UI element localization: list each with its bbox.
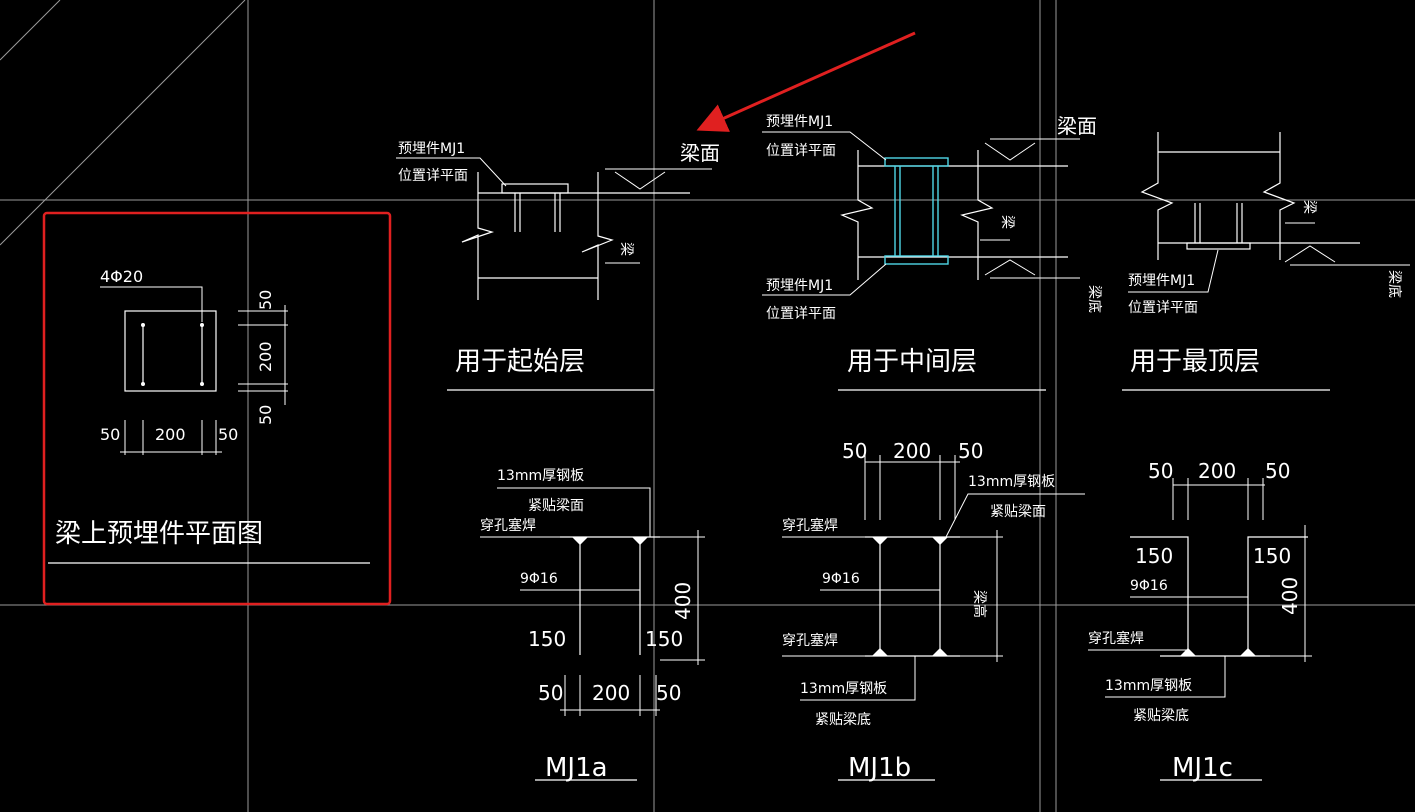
start-caption: 用于起始层 <box>455 347 585 377</box>
mj1a-dim-150-left: 150 <box>528 627 566 651</box>
middle-note-bottom-line2: 位置详平面 <box>766 306 836 322</box>
mj1c-plate: 13mm厚钢板 <box>1105 678 1192 694</box>
mj1c-dim-150-left: 150 <box>1135 544 1173 568</box>
plan-bars-label: 4Φ20 <box>100 267 143 286</box>
mj1c-section <box>1088 478 1312 781</box>
mj1b-section <box>782 455 1085 781</box>
middle-beam-bottom: 梁底 <box>1086 285 1102 313</box>
plan-dim-50-left: 50 <box>100 425 120 444</box>
middle-beam: 梁 <box>999 215 1015 229</box>
mj1c-weld: 穿孔塞焊 <box>1088 630 1144 647</box>
mj1c-dim-200: 200 <box>1198 459 1236 483</box>
plan-dim-50-top-vertical: 50 <box>256 290 275 310</box>
red-arrow <box>696 31 916 132</box>
mj1c-dim-150-right: 150 <box>1253 544 1291 568</box>
mj1a-dim-150-right: 150 <box>645 627 683 651</box>
highlight-box <box>42 211 392 606</box>
mj1c-bars: 9Φ16 <box>1130 578 1168 594</box>
mj1c-dim-50-left: 50 <box>1148 459 1173 483</box>
top-beam: 梁 <box>1301 200 1317 214</box>
mj1b-plate-bottom-note: 紧贴梁底 <box>815 712 871 728</box>
mj1c-plate-note: 紧贴梁底 <box>1133 708 1189 724</box>
mj1b-dim-50-left: 50 <box>842 439 867 463</box>
mj1c-dim-400: 400 <box>1278 577 1302 615</box>
mj1b-plate-top-note: 紧贴梁面 <box>990 504 1046 520</box>
start-beam-face: 梁面 <box>680 141 720 165</box>
plan-dim-50-bottom-vertical: 50 <box>256 405 275 425</box>
mj1b-weld-bottom: 穿孔塞焊 <box>782 632 838 649</box>
mj1a-bars: 9Φ16 <box>520 571 558 587</box>
middle-note-bottom-line1: 预埋件MJ1 <box>766 278 833 294</box>
plan-title: 梁上预埋件平面图 <box>55 519 263 549</box>
mj1b-plate-bottom: 13mm厚钢板 <box>800 681 887 697</box>
start-note-line2: 位置详平面 <box>398 168 468 184</box>
mj1c-dim-50-right: 50 <box>1265 459 1290 483</box>
mj1a-dim-200: 200 <box>592 681 630 705</box>
top-beam-bottom: 梁底 <box>1386 270 1402 298</box>
mj1a-section <box>480 487 705 781</box>
mj1a-plate: 13mm厚钢板 <box>497 468 584 484</box>
mj1a-weld: 穿孔塞焊 <box>480 517 536 534</box>
middle-note-top-line1: 预埋件MJ1 <box>766 114 833 130</box>
middle-beam-face: 梁面 <box>1057 114 1097 138</box>
mj1b-bars: 9Φ16 <box>822 571 860 587</box>
plan-dim-50-right: 50 <box>218 425 238 444</box>
plan-dim-200-bottom: 200 <box>155 425 186 444</box>
mj1a-name: MJ1a <box>545 753 608 783</box>
plan-view <box>48 286 370 564</box>
plan-dim-200-vertical: 200 <box>256 341 275 372</box>
mj1a-plate-note: 紧贴梁面 <box>528 498 584 514</box>
detail-start-layer <box>396 157 712 391</box>
top-note-line1: 预埋件MJ1 <box>1128 273 1195 289</box>
start-note-line1: 预埋件MJ1 <box>398 141 465 157</box>
mj1a-dim-50-left: 50 <box>538 681 563 705</box>
mj1b-name: MJ1b <box>848 753 911 783</box>
middle-note-top-line2: 位置详平面 <box>766 143 836 159</box>
mj1b-dim-50-right: 50 <box>958 439 983 463</box>
mj1b-dim-200: 200 <box>893 439 931 463</box>
mj1c-name: MJ1c <box>1172 753 1233 783</box>
detail-middle-layer <box>762 131 1080 391</box>
start-beam: 梁 <box>618 242 634 256</box>
mj1a-dim-400: 400 <box>671 582 695 620</box>
top-caption: 用于最顶层 <box>1130 347 1260 377</box>
middle-caption: 用于中间层 <box>847 347 977 377</box>
mj1a-dim-50-right: 50 <box>656 681 681 705</box>
detail-top-layer <box>1122 132 1410 391</box>
top-note-line2: 位置详平面 <box>1128 300 1198 316</box>
mj1b-height: 梁高 <box>971 590 988 618</box>
mj1b-weld-top: 穿孔塞焊 <box>782 517 838 534</box>
mj1b-plate-top: 13mm厚钢板 <box>968 474 1055 490</box>
